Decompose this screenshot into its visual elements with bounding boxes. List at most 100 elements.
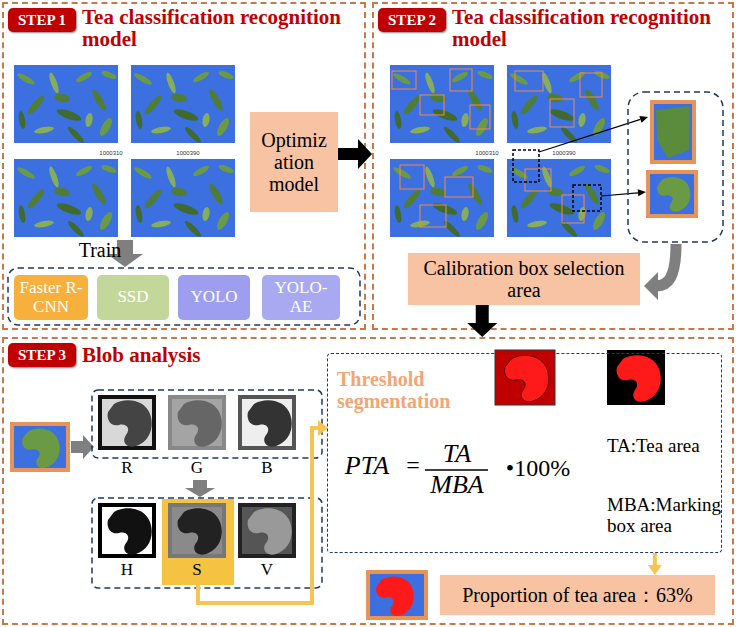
step-label: Train [74,239,126,261]
image-id: 1000390 [174,150,202,157]
formula-term: TA [424,440,490,469]
detection-box [450,69,472,91]
crop-leaf [657,177,690,212]
crop-group-frame [628,92,723,242]
channel-label: H [117,561,137,580]
arrow-shaft [338,148,358,160]
formula-term: •100% [490,455,586,481]
crop-image [652,102,694,162]
leaf-group [509,163,611,238]
step-badge: STEP 3 [8,343,76,367]
box-label: YOLO- AE [266,279,336,316]
detection-box [562,195,584,223]
channel-label: V [257,561,277,580]
leaf-group [133,69,235,144]
arrow-shaft [653,553,657,565]
photo-gap [390,143,611,159]
arrow-shaft [476,305,489,323]
segment-blob [376,577,414,616]
selection-box [513,150,539,182]
channel-image [168,503,226,558]
segment-background [607,350,665,405]
channel-background [102,507,152,554]
segmented-image [607,350,665,405]
arrow-shaft [193,480,207,488]
step-badge: STEP 1 [8,8,76,32]
segment-blob [505,355,549,401]
leaf-shape [22,429,60,468]
channel-image [238,503,296,558]
flow-arrow [338,139,372,169]
hsv-group-frame [92,498,322,588]
detection-box [392,71,416,89]
pointer-line [539,119,640,152]
rgb-group-frame [92,390,322,458]
channel-image [98,395,156,450]
channel-frame [98,395,156,450]
leaf-group [392,69,494,144]
detection-photo [390,65,611,239]
channel-frame [238,395,296,450]
channel-label: S [187,561,207,580]
image-id: 1000390 [550,150,578,157]
channel-frame [98,503,156,558]
arrow-head [644,272,658,300]
segmented-image [495,350,555,405]
box-label: Faster R-CNN [18,279,84,316]
channel-image [168,395,226,450]
pointer-line [601,193,638,196]
channel-frame [238,503,296,558]
selection-box [573,185,601,211]
process-box: Calibration box selection area [408,253,640,305]
detection-box [420,205,446,227]
section-heading: Threshold segmentation [337,368,477,412]
formula-term: = [400,452,426,478]
leaf-shape [178,508,222,554]
model-box: YOLO [178,275,250,320]
detection-box [470,105,490,129]
arrow-shaft [71,441,83,453]
leader-line [198,428,318,603]
detection-box [580,73,602,97]
flow-arrow [648,553,662,575]
photo-background [390,65,611,237]
crop-leaf [656,106,690,158]
channel-label: B [257,459,277,478]
channel-background [242,507,292,554]
flow-arrow [467,305,497,337]
leaf-shape [248,508,292,554]
highlight [162,499,234,585]
formula-term: PTA [334,452,400,481]
leaf-group [16,163,118,238]
channel-label: G [187,459,207,478]
panel-title: Tea classification recognition model [82,6,362,50]
box-label: Proportion of tea area：63% [462,584,692,606]
leaf-group [16,69,118,144]
leaf-thumbnail [12,424,68,470]
arrow-head [185,488,215,497]
box-label: Calibration box selection area [412,257,636,301]
arrow-head [648,565,662,575]
channel-background [172,507,222,554]
segment-blob [617,355,661,401]
leaf-group [133,163,235,238]
channel-image [98,503,156,558]
panel-title: Tea classification recognition model [452,6,728,50]
leaf-shape [108,508,152,554]
segment-background [495,350,555,405]
leaf-shape [178,400,222,446]
detection-box [400,165,424,189]
channel-background [102,399,152,446]
leaf-shape [108,400,152,446]
curved-arrow [656,244,676,286]
process-box: Optimiz ation model [250,112,338,212]
result-thumbnail [368,572,426,618]
formula-box: Threshold segmentationPTA=TAMBA•100%TA:T… [327,353,722,553]
detection-box [445,177,473,197]
pointer-head [638,189,646,196]
detection-box [515,71,543,91]
box-label: SSD [117,288,148,307]
step-badge: STEP 2 [378,8,446,32]
definition-note: MBA:Marking box area [607,495,719,537]
